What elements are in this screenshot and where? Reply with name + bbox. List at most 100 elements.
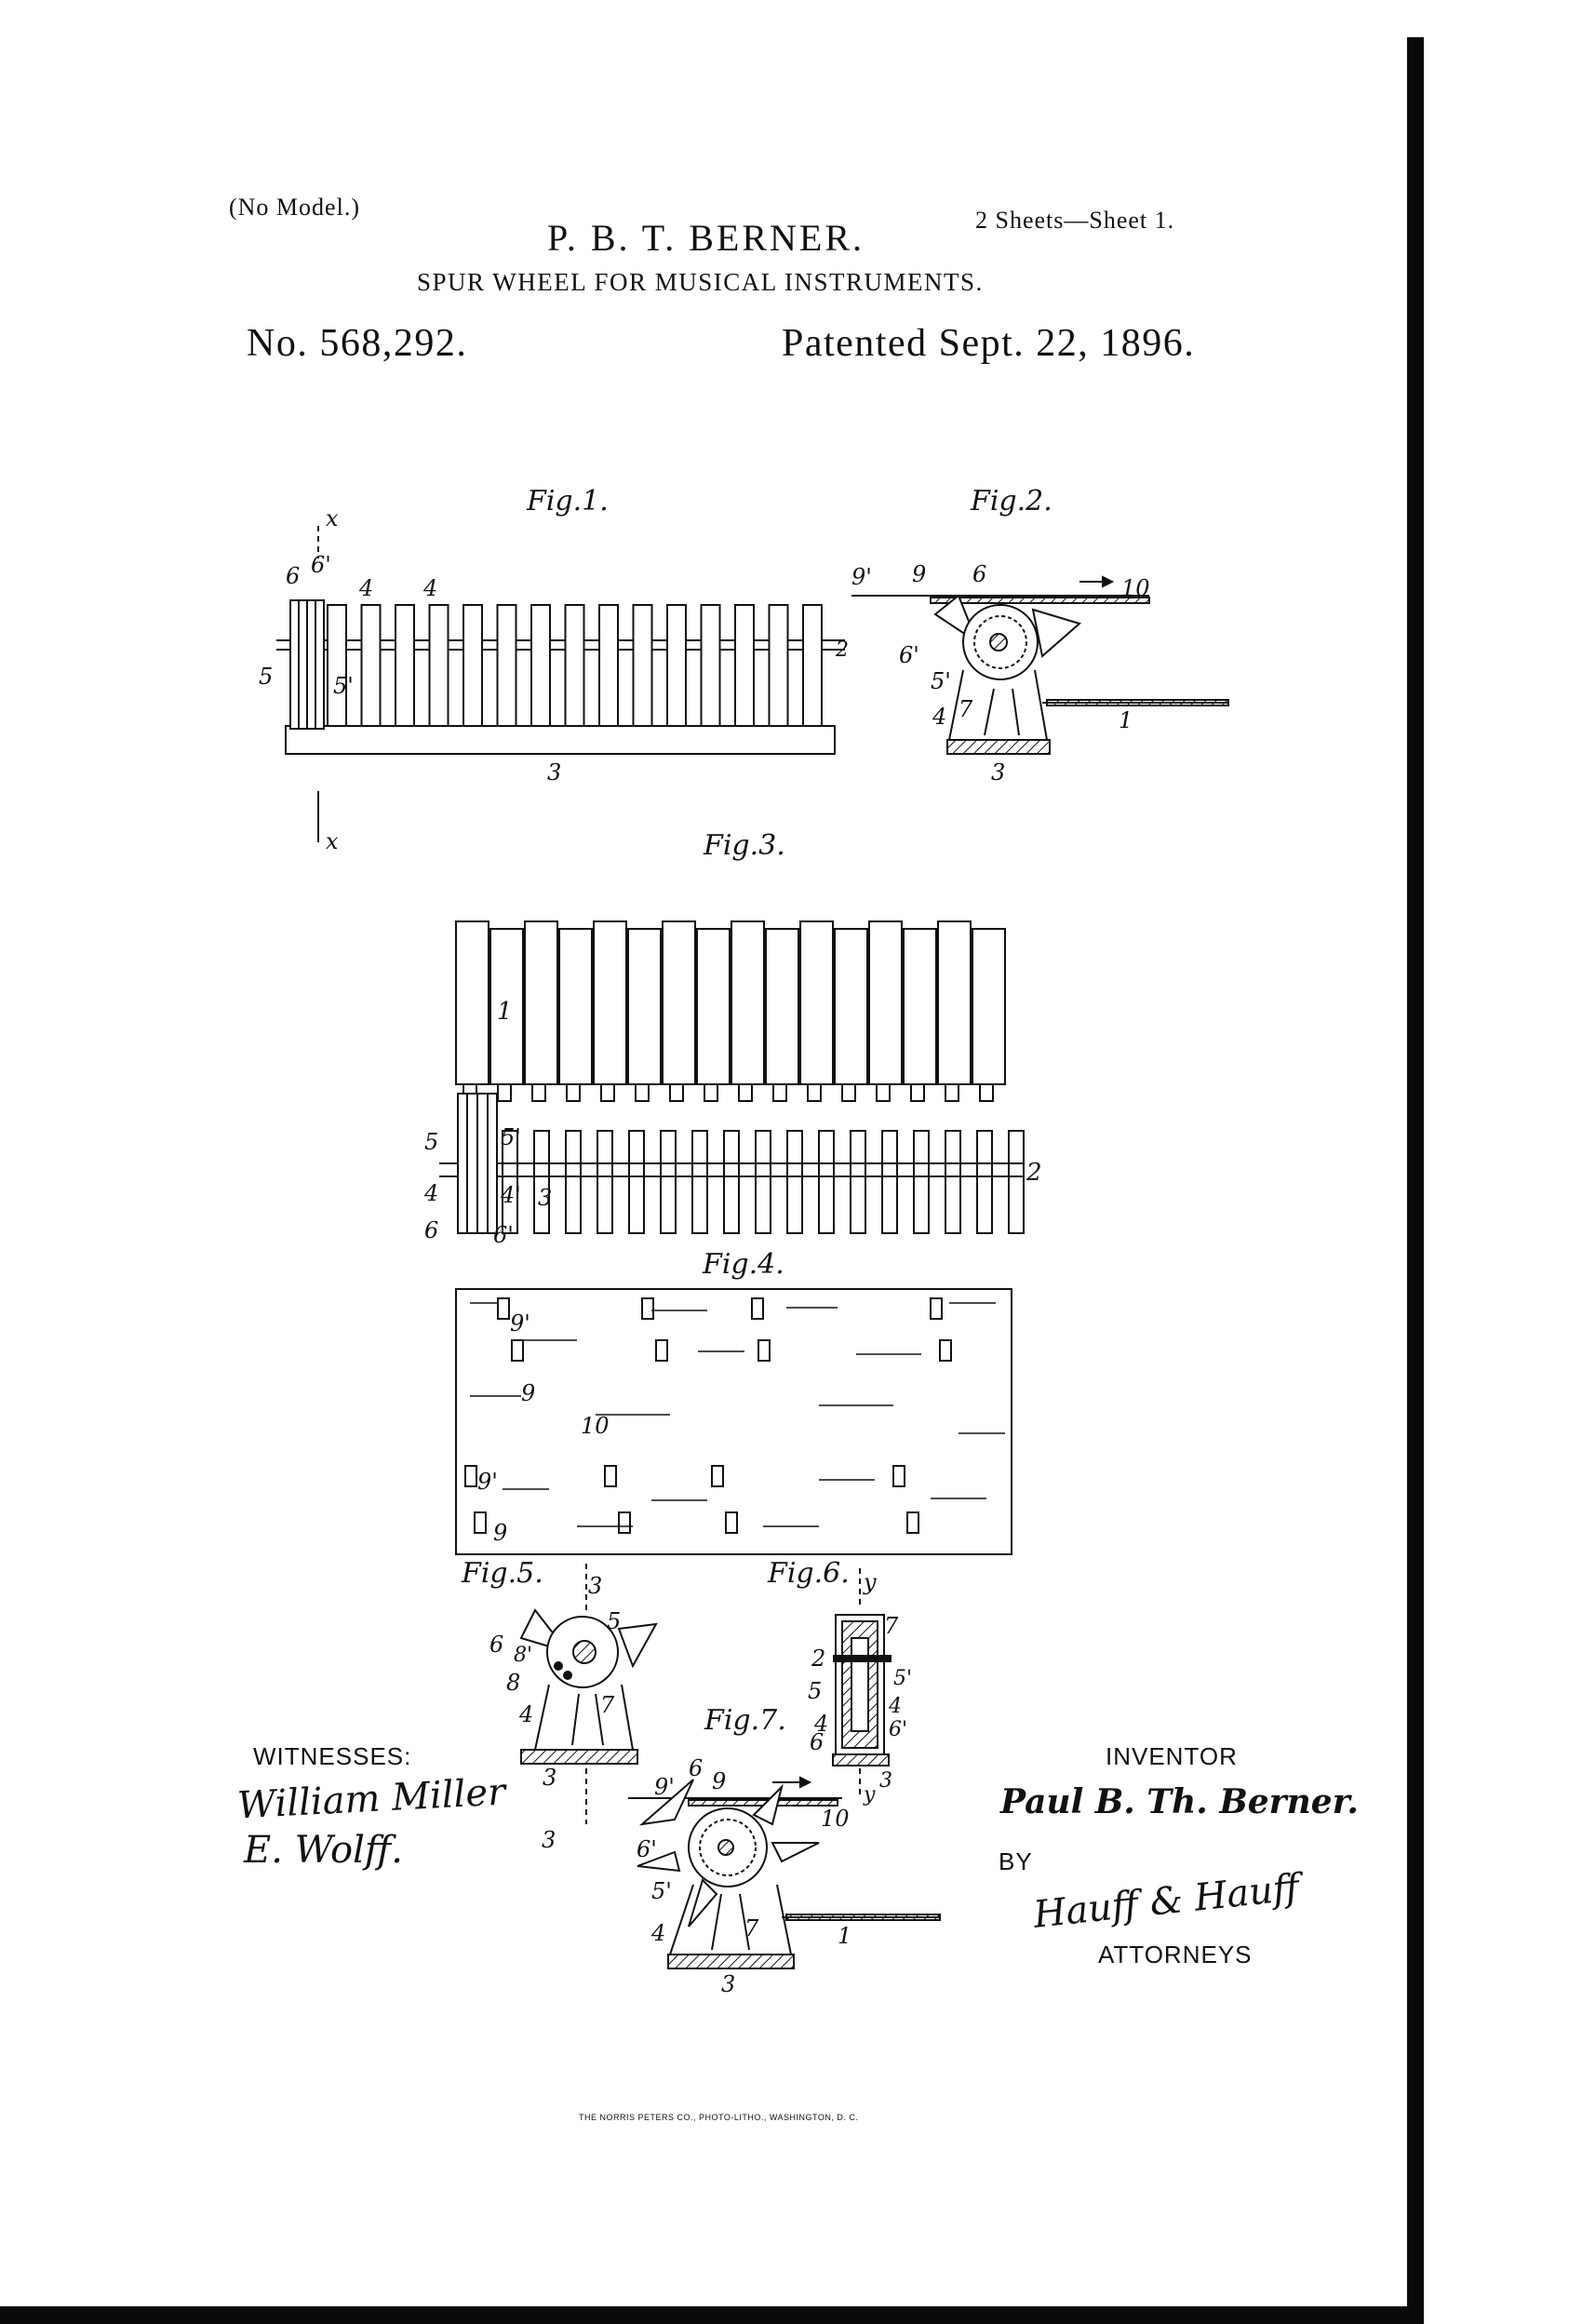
svg-text:4: 4 (422, 575, 437, 601)
svg-text:6: 6 (689, 1755, 703, 1781)
svg-text:10: 10 (1121, 575, 1150, 601)
svg-text:3: 3 (879, 1769, 892, 1793)
sheet-count: 2 Sheets—Sheet 1. (975, 207, 1175, 234)
svg-text:y: y (863, 1783, 876, 1807)
svg-text:6: 6 (286, 563, 300, 589)
svg-text:9': 9' (477, 1469, 498, 1495)
figure-5: Fig.5. 3 5 6 8' 8 4 7 3 3 (461, 1557, 658, 1853)
fig1-label: Fig.1. (526, 485, 609, 517)
figure-7: Fig.7. 9' 6 9 10 6' 5' 4 7 1 3 (628, 1704, 941, 1997)
inventor-label: INVENTOR (1106, 1742, 1238, 1770)
fig3-tooth (628, 1130, 645, 1234)
fig4-hole (939, 1339, 952, 1362)
figure-4: Fig.4. 9' 9 10 9' 9 (455, 1248, 1012, 1555)
svg-text:1: 1 (497, 998, 513, 1026)
fig1-finger (632, 604, 653, 727)
fig4-hole (497, 1297, 510, 1320)
fig1-finger (463, 604, 483, 727)
svg-text:9: 9 (712, 1768, 726, 1794)
svg-text:4: 4 (423, 1180, 438, 1206)
fig3-key-hook (910, 1083, 925, 1102)
svg-text:2: 2 (835, 638, 849, 662)
fig3-key (489, 928, 524, 1085)
fig1-finger (395, 604, 415, 727)
fig2-label: Fig.2. (970, 485, 1052, 517)
fig4-hole (604, 1465, 617, 1487)
figure-3: Fig.3. 1 5 5' 4 4' 3 6 6' 2 (423, 829, 1042, 1248)
by-label: BY (999, 1847, 1033, 1875)
svg-text:y: y (863, 1569, 877, 1595)
fig3-key-hook (876, 1083, 891, 1102)
svg-text:3: 3 (991, 759, 1005, 786)
fig3-tooth (913, 1130, 930, 1234)
svg-text:5': 5' (501, 1124, 521, 1150)
witnesses-label: WITNESSES: (253, 1742, 412, 1770)
fig3-key-hook (945, 1083, 959, 1102)
fig3-key (662, 920, 696, 1085)
patent-date: Patented Sept. 22, 1896. (782, 322, 1196, 365)
fig3-tooth (502, 1130, 518, 1234)
fig1-finger (530, 604, 551, 727)
svg-text:8: 8 (506, 1670, 520, 1696)
svg-text:8': 8' (514, 1644, 532, 1667)
fig3-key (455, 920, 489, 1085)
svg-text:5: 5 (259, 664, 273, 690)
fig1-finger (360, 604, 382, 727)
fig3-tooth (976, 1130, 993, 1234)
svg-text:4: 4 (888, 1695, 902, 1718)
svg-text:7: 7 (600, 1692, 615, 1718)
scan-bottom-border (0, 2306, 1424, 2324)
svg-text:6: 6 (424, 1217, 438, 1243)
fig4-hole (641, 1297, 654, 1320)
svg-text:3: 3 (542, 1827, 556, 1853)
svg-text:7: 7 (744, 1915, 759, 1941)
svg-text:9': 9' (851, 564, 872, 590)
fig3-tooth (533, 1130, 550, 1234)
svg-text:3: 3 (588, 1573, 602, 1599)
fig3-key-hook (600, 1083, 615, 1102)
svg-text:7: 7 (959, 696, 973, 722)
svg-text:6': 6' (493, 1222, 514, 1248)
svg-text:10: 10 (581, 1413, 610, 1439)
fig4-hole (511, 1339, 524, 1362)
svg-text:2: 2 (811, 1646, 825, 1672)
fig3-key (627, 928, 662, 1085)
svg-text:9': 9' (654, 1774, 675, 1800)
fig3-tooth (850, 1130, 866, 1234)
fig1-finger (734, 604, 755, 727)
fig3-key (972, 928, 1006, 1085)
svg-text:5: 5 (424, 1129, 438, 1155)
fig3-tooth (818, 1130, 835, 1234)
fig3-label: Fig.3. (703, 829, 785, 862)
fig3-key (696, 928, 731, 1085)
fig1-finger (564, 604, 585, 727)
fig3-key-hook (635, 1083, 650, 1102)
svg-text:x: x (326, 505, 339, 531)
fig3-key-hook (531, 1083, 546, 1102)
fig4-hole (464, 1465, 477, 1487)
svg-text:4: 4 (650, 1920, 665, 1946)
svg-text:5: 5 (607, 1608, 621, 1634)
fig6-label: Fig.6. (767, 1557, 850, 1590)
svg-text:7: 7 (884, 1613, 899, 1639)
fig3-key-hook (738, 1083, 753, 1102)
svg-text:2: 2 (1026, 1159, 1042, 1187)
svg-text:6: 6 (972, 561, 986, 587)
fig4-hole (751, 1297, 764, 1320)
fig3-tooth (691, 1130, 708, 1234)
fig1-finger (496, 604, 517, 727)
fig5-label: Fig.5. (461, 1557, 543, 1590)
fig3-key (731, 920, 765, 1085)
inventor-signature: Paul B. Th. Berner. (1000, 1782, 1359, 1821)
fig3-tooth (660, 1130, 677, 1234)
svg-text:6': 6' (637, 1836, 657, 1862)
svg-text:6': 6' (899, 642, 919, 668)
fig3-key (868, 920, 903, 1085)
svg-text:1: 1 (1119, 707, 1133, 733)
fig3-tooth (565, 1130, 582, 1234)
fig4-hole (757, 1339, 771, 1362)
svg-text:5': 5' (893, 1667, 912, 1690)
fig4-hole (725, 1511, 738, 1534)
fig3-key-hook (566, 1083, 581, 1102)
